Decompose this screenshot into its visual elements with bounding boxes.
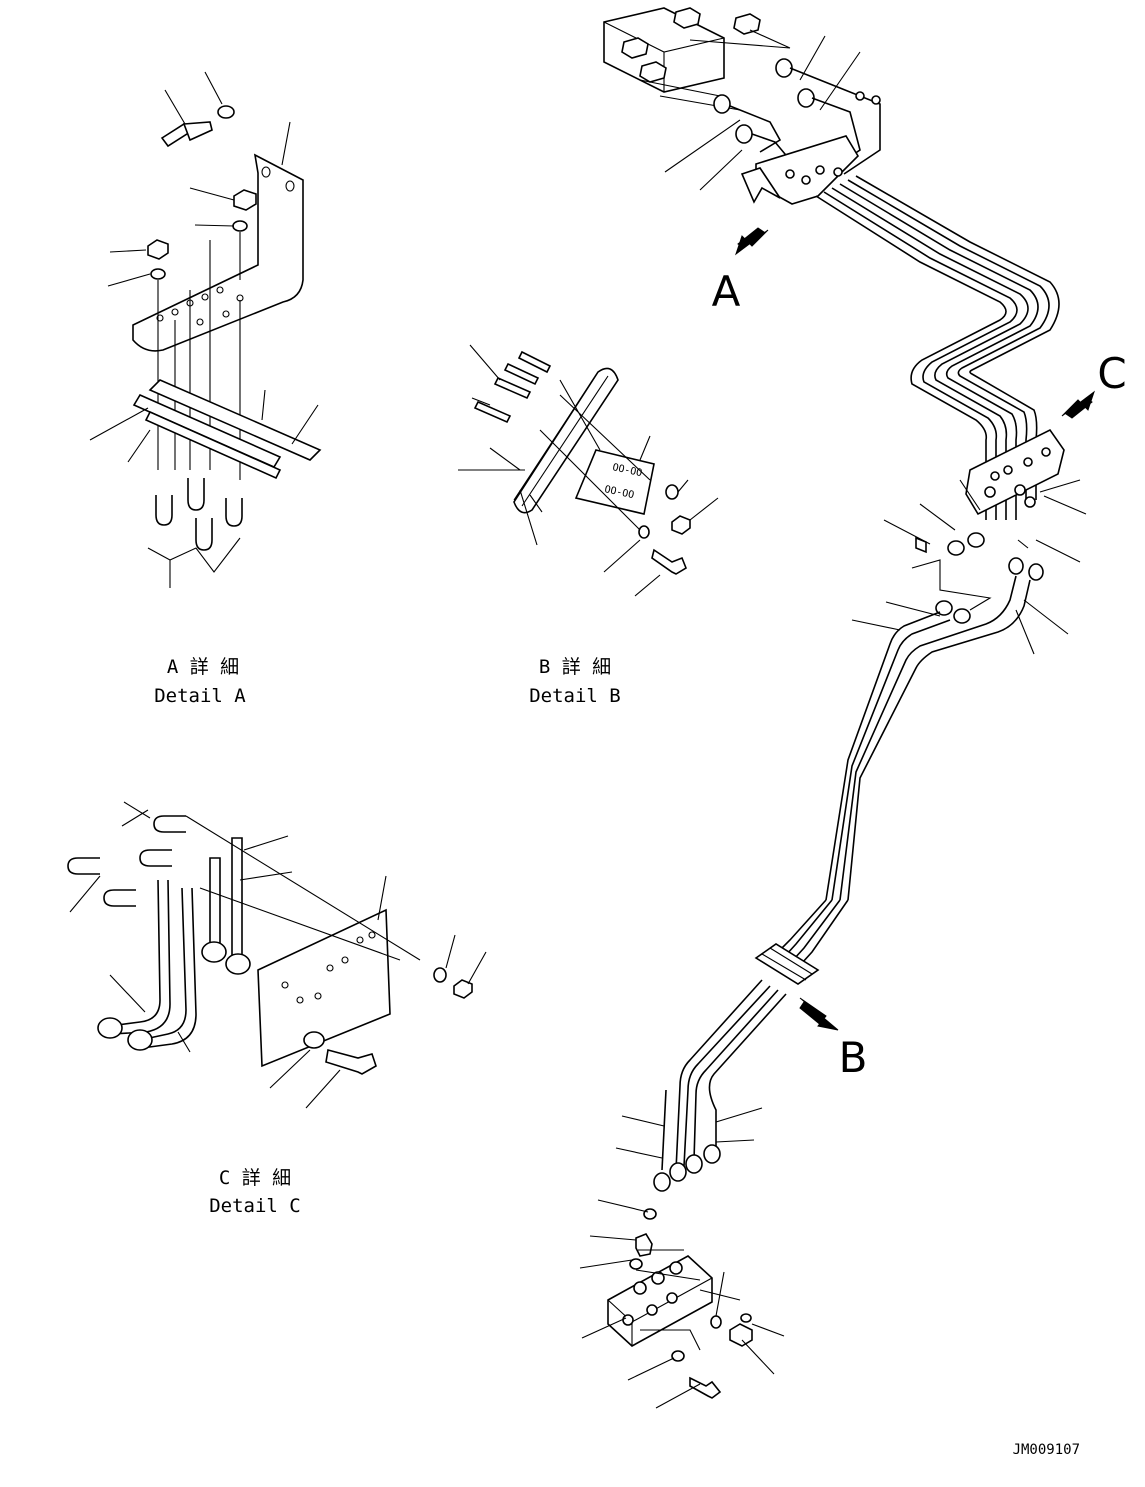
bolt-a [160, 121, 213, 148]
clamp-b [754, 943, 820, 985]
nut-a1 [233, 189, 257, 211]
washer-a [217, 105, 235, 119]
pipe-bundle-upper [815, 175, 1060, 520]
nut-a2 [147, 239, 169, 260]
plate-c [257, 908, 391, 1068]
pipe-c1 [231, 837, 243, 959]
u-bolts-c [67, 815, 186, 907]
arrow-c-icon [1061, 390, 1095, 419]
detail-c-title-jp: C 詳 細 [219, 1167, 291, 1189]
pipe-b [513, 367, 619, 514]
bolts-b [473, 350, 552, 424]
detail-c-title-en: Detail C [209, 1195, 301, 1217]
washer-c1 [433, 967, 447, 983]
washer-b2 [638, 525, 650, 539]
callout-b: B [839, 1033, 868, 1082]
pipe-bundle-middle [769, 575, 1031, 975]
arrow-b-icon [799, 997, 839, 1031]
pad-a3 [144, 410, 282, 480]
bolt-b [651, 548, 687, 575]
washer-c2 [303, 1031, 325, 1049]
washer-a2 [232, 220, 248, 232]
bent-pipe-c1 [109, 879, 161, 1027]
washer-b1 [665, 484, 679, 500]
detail-a-assembly [89, 71, 322, 588]
detail-c-assembly [67, 801, 487, 1109]
drawing-number: JM009107 [1013, 1442, 1080, 1458]
detail-b-title-jp: B 詳 細 [539, 656, 611, 678]
pipe-c2 [209, 857, 221, 945]
valve-block [603, 7, 725, 93]
pipe-bundle-lower [661, 979, 787, 1171]
clamp-plate-c [965, 428, 1065, 516]
bolt-c [325, 1049, 377, 1075]
nut-b [671, 515, 691, 535]
u-bolts-a [155, 478, 243, 551]
callout-a: A [712, 267, 741, 316]
detail-b-title-en: Detail B [529, 685, 621, 707]
detail-a-title-jp: A 詳 細 [167, 656, 239, 678]
main-piping-assembly [579, 7, 1095, 1409]
detail-b-assembly: OO-OO OO-OO [458, 344, 719, 597]
bent-pipe-c2 [139, 887, 187, 1041]
valve-block-bottom [607, 1255, 713, 1347]
pad-a1 [148, 379, 322, 461]
nut-c [453, 979, 473, 999]
callout-c: C [1097, 349, 1126, 398]
washer-a3 [150, 268, 166, 280]
arrow-a-icon [735, 227, 769, 256]
bracket-a [132, 153, 304, 352]
detail-a-title-en: Detail A [154, 685, 246, 707]
